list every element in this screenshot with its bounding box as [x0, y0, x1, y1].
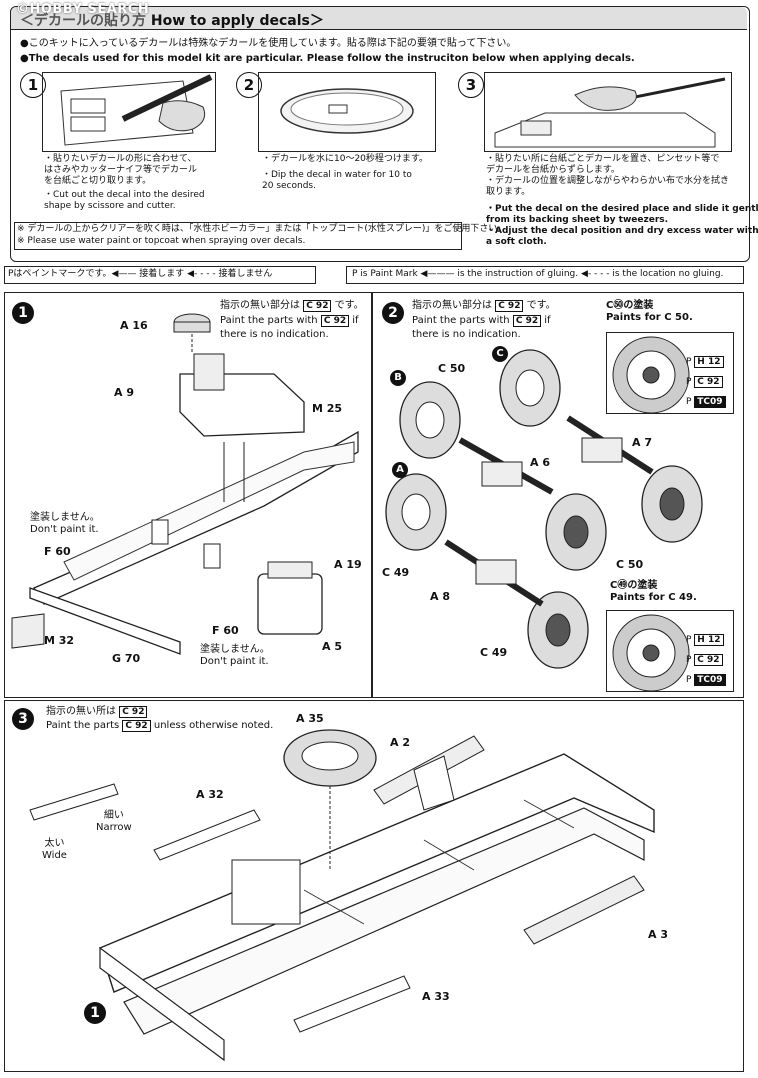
part-a16-label: A 16 [120, 319, 148, 332]
part-a7-label: A 7 [632, 436, 652, 449]
step1-panel [4, 292, 372, 698]
decal-step-2-number: 2 [236, 72, 262, 98]
part-f60-label-bottom: F 60 [212, 624, 239, 637]
part-a8-label: A 8 [430, 590, 450, 603]
step1-number: 1 [12, 302, 34, 324]
step3-paint-code: C 92 [119, 706, 148, 718]
part-m32-label: M 32 [44, 634, 75, 647]
decal-step-2-illustration [258, 72, 436, 152]
header-title-en: How to apply decals＞ [150, 13, 324, 29]
step3-panel [4, 700, 744, 1072]
step2-instruction-jp: 指示の無い部分は C 92 です。 [412, 300, 556, 312]
legend-jp-box [4, 266, 316, 284]
water-dish-illustration [280, 88, 414, 134]
no-glue-arrow-icon: ◀- - - - [581, 269, 613, 279]
step2-number: 2 [382, 302, 404, 324]
step2-instruction-en: Paint the parts with C 92 if [412, 315, 551, 327]
spray-note-box [14, 222, 462, 250]
step1-assembly-drawing [11, 313, 359, 655]
step1-instruction-en2: there is no indication. [220, 329, 329, 340]
step1-instruction-en: Paint the parts with C 92 if [220, 315, 359, 327]
intro-jp: ●このキットに入っているデカールは特殊なデカールを使用しています。貼る際は下記の… [20, 38, 517, 49]
legend-no-glue: is the location no gluing. [612, 269, 724, 279]
decal-step-1-jp: ・貼りたいデカールの形に合わせて、 はさみやカッターナイフ等でデカール を台紙ご… [44, 154, 198, 186]
decal-step-1-illustration [42, 72, 216, 152]
part-c49-label-bottom: C 49 [480, 646, 508, 659]
wide-label: 太い Wide [42, 838, 67, 861]
decal-step-1-number: 1 [20, 72, 46, 98]
part-c50-label-bottom: C 50 [616, 558, 644, 571]
decal-step-2-en: ・Dip the decal in water for 10 to 20 sec… [262, 170, 412, 191]
step3-instruction-jp: 指示の無い所は C 92 [46, 706, 148, 718]
intro-en: ●The decals used for this model kit are … [20, 53, 635, 64]
legend-glue: is the instruction of gluing. [457, 269, 579, 279]
decal-step-1-en: ・Cut out the decal into the desired shap… [44, 190, 205, 211]
c49-paint-title: C㊾の塗装 Paints for C 49. [610, 580, 697, 603]
wheel-letter-b: B [390, 370, 406, 386]
part-g70-label: G 70 [112, 652, 141, 665]
step2-axle-drawing [385, 349, 703, 669]
decal-step-2-jp: ・デカールを水に10～20秒程つけます。 [262, 154, 429, 164]
decal-step-3-illustration [484, 72, 732, 152]
decal-step-3-jp: ・貼りたい所に台紙ごとデカールを置き、ピンセット等で デカールを台紙からずらしま… [486, 154, 730, 197]
legend-en: P is Paint Mark ◀——— is the instruction … [352, 269, 723, 280]
part-a9-label: A 9 [114, 386, 134, 399]
step1-paint-code: C 92 [303, 300, 332, 312]
wheel-detail-icon-2 [612, 614, 690, 691]
wheel-letter-a: A [392, 462, 408, 478]
decal-step-3-number: 3 [458, 72, 484, 98]
step3-chassis-drawing [29, 729, 655, 1062]
no-paint-note-1: 塗装しません。 Don't paint it. [30, 512, 100, 535]
glue-arrow-icon: ◀——— [420, 269, 458, 279]
part-c49-label-left: C 49 [382, 566, 410, 579]
c49-paint-codes: P H 12 P C 92 P TC09 [686, 630, 726, 690]
c50-paint-codes: P H 12 P C 92 P TC09 [686, 352, 726, 412]
step2-paint-code: C 92 [495, 300, 524, 312]
step3-number: 3 [12, 708, 34, 730]
step2-instruction-en2: there is no indication. [412, 329, 521, 340]
part-f60-label-top: F 60 [44, 545, 71, 558]
spray-note-en: ※ Please use water paint or topcoat when… [17, 236, 306, 246]
step3-instruction-en: Paint the parts C 92 unless otherwise no… [46, 720, 274, 732]
decal-step-3-en: ・Put the decal on the desired place and … [486, 204, 758, 247]
step1-reference-marker: 1 [84, 1002, 106, 1024]
c50-paint-title: C㊿の塗装 Paints for C 50. [606, 300, 693, 323]
header-title: ＜デカールの貼り方 How to apply decals＞ [20, 10, 324, 30]
c50-paint-detail [606, 332, 734, 414]
legend-jp: Pはペイントマークです。◀—— 接着します ◀- - - - 接着しません [8, 269, 273, 279]
step2-panel [372, 292, 744, 698]
decal-instructions-panel [10, 6, 750, 262]
header-title-jp: ＜デカールの貼り方 [20, 13, 146, 29]
step1-instruction-jp: 指示の無い部分は C 92 です。 [220, 300, 364, 312]
header-bar [11, 7, 747, 30]
wheel-detail-icon [612, 336, 690, 413]
part-a33-label: A 33 [422, 990, 450, 1003]
part-a5-label: A 5 [322, 640, 342, 653]
part-c50-label-top: C 50 [438, 362, 466, 375]
cutting-decal-illustration [60, 74, 213, 146]
part-a32-label: A 32 [196, 788, 224, 801]
c49-paint-detail [606, 610, 734, 692]
applying-decal-illustration [494, 77, 726, 148]
wheel-letter-c: C [492, 346, 508, 362]
part-a35-label: A 35 [296, 712, 324, 725]
legend-paint-mark: P is Paint Mark [352, 269, 418, 279]
narrow-label: 細い Narrow [96, 810, 132, 833]
legend-en-box [346, 266, 744, 284]
part-a2-label: A 2 [390, 736, 410, 749]
spray-note-jp: ※ デカールの上からクリアーを吹く時は、「水性ホビーカラー」または「トップコート… [17, 224, 507, 234]
part-m25-label: M 25 [312, 402, 343, 415]
part-a6-label: A 6 [530, 456, 550, 469]
no-paint-note-2: 塗装しません。 Don't paint it. [200, 644, 270, 667]
part-a19-label: A 19 [334, 558, 362, 571]
part-a3-label: A 3 [648, 928, 668, 941]
watermark: ©HOBBY SEARCH [16, 2, 150, 17]
